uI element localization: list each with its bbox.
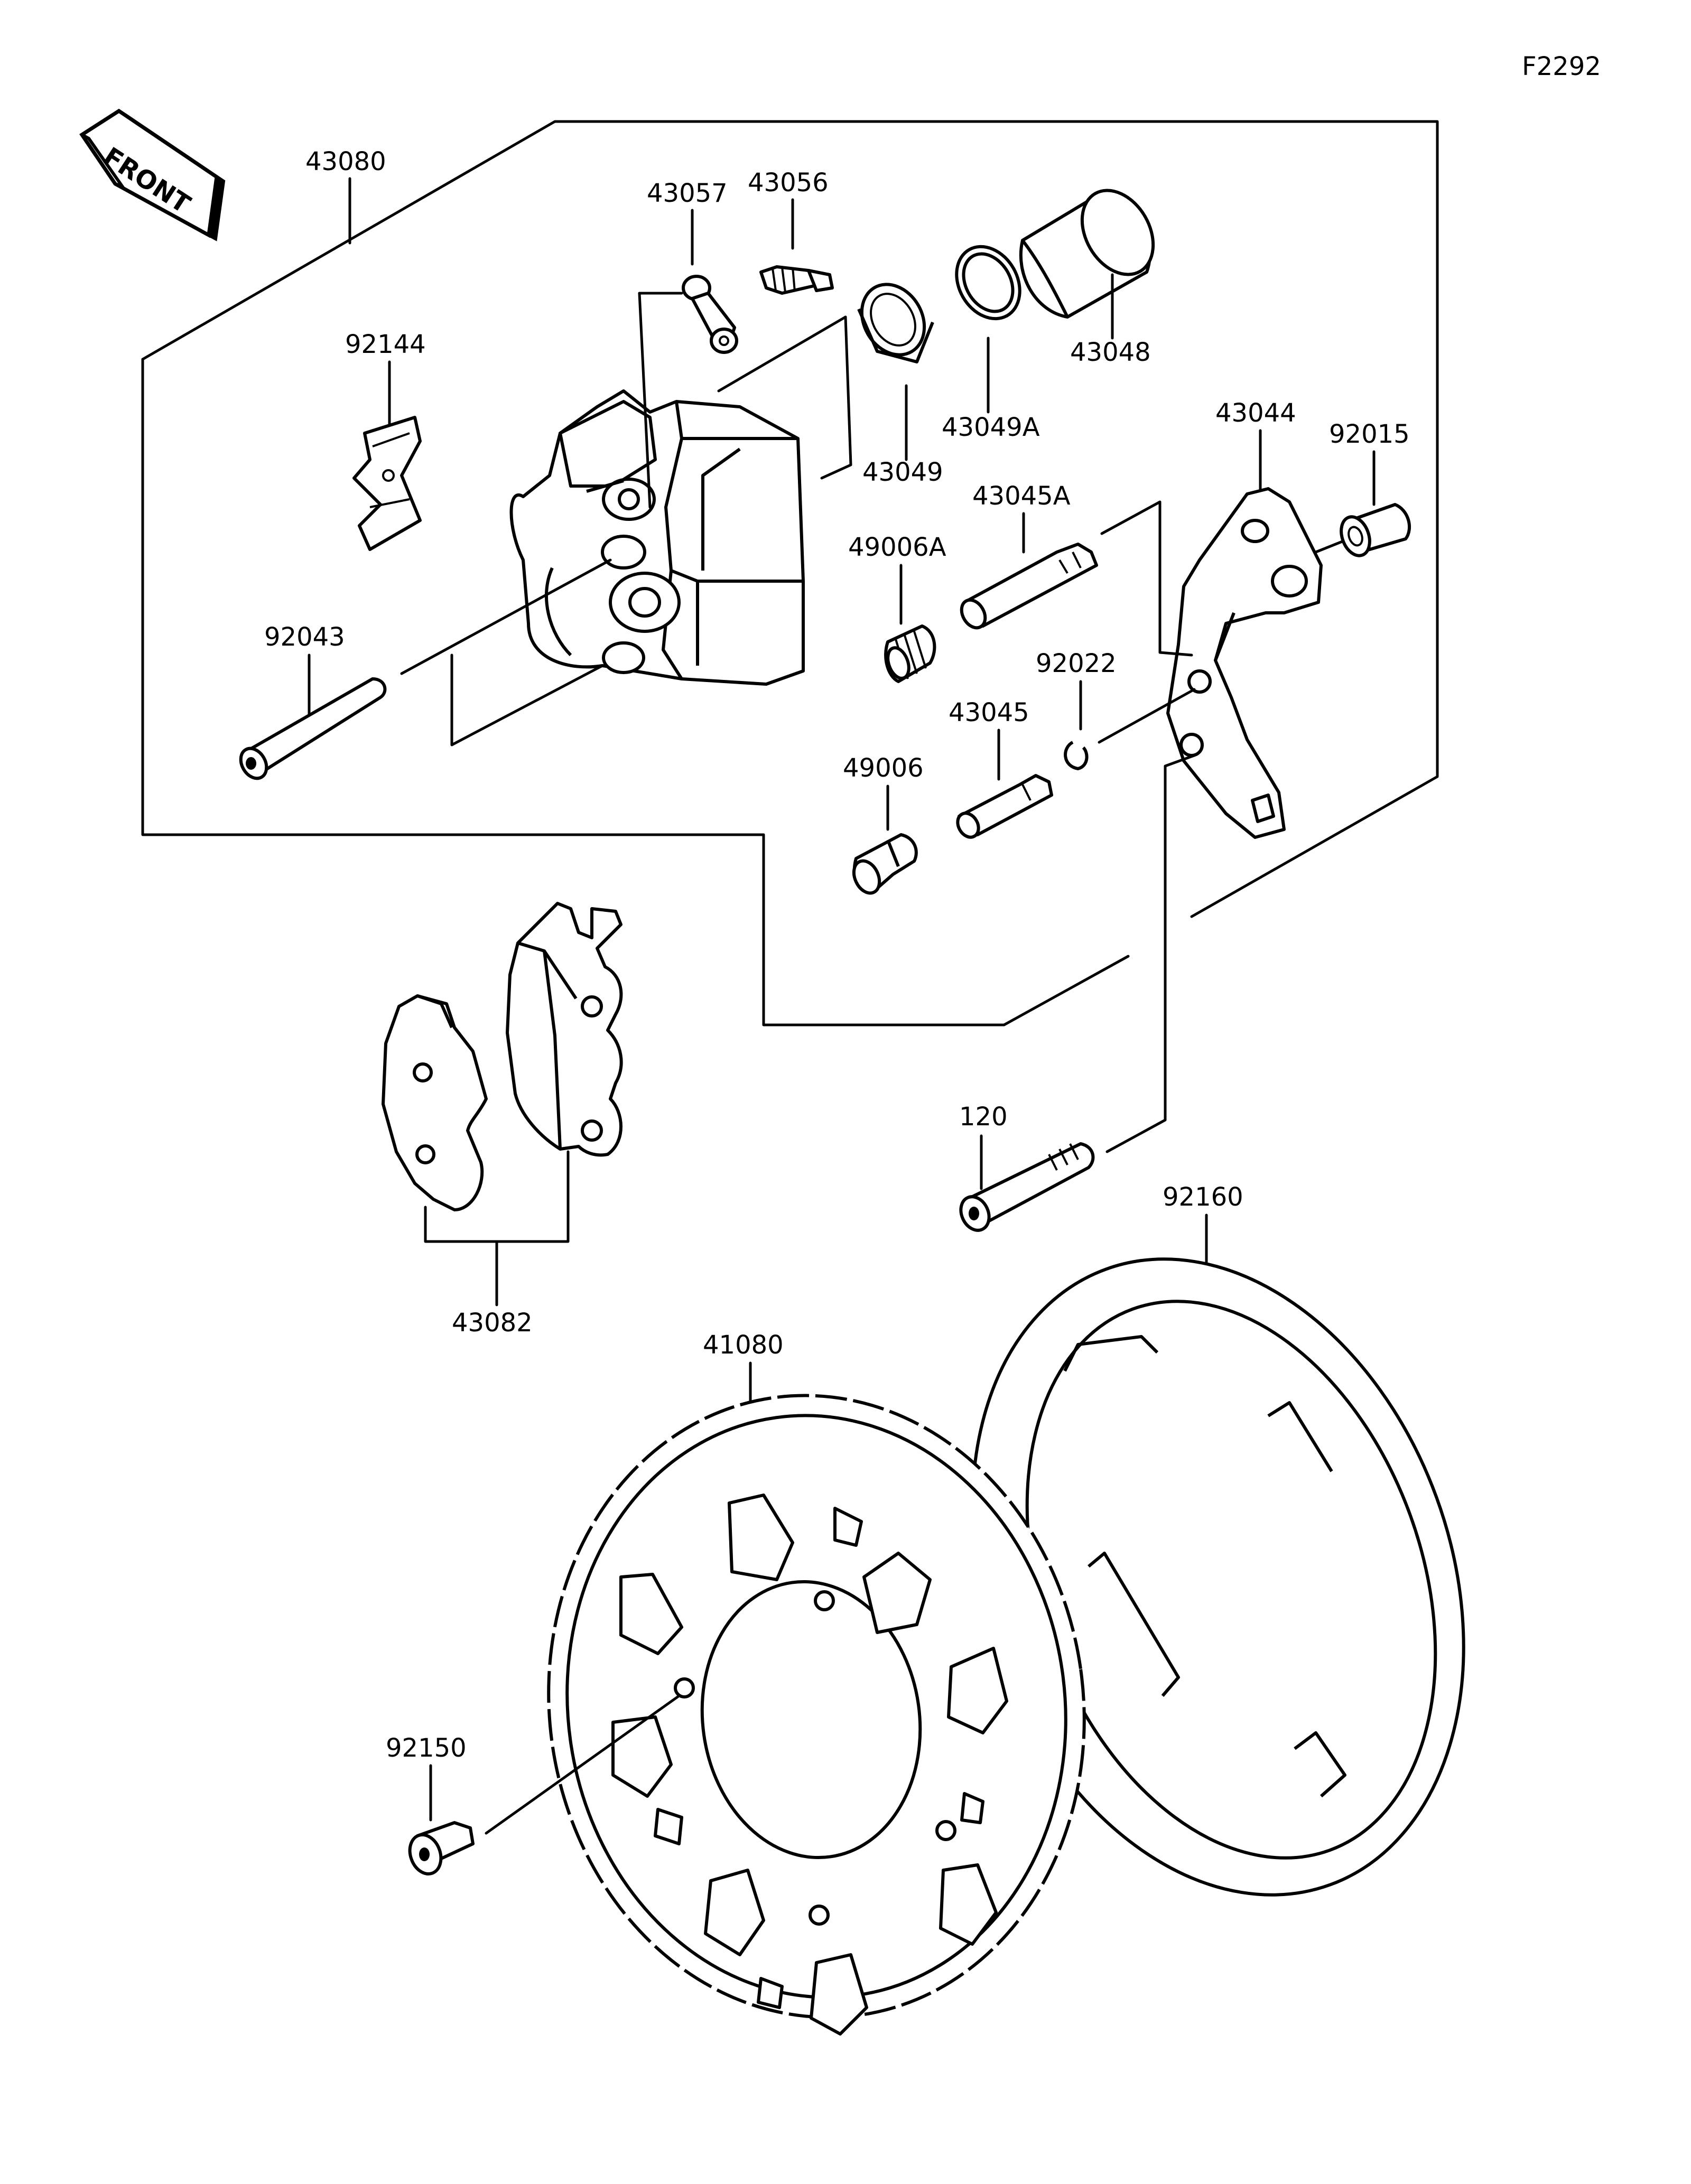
- label-92015: 92015: [1329, 419, 1410, 449]
- boot-49006: [852, 833, 918, 895]
- disc-bolt-92150: [408, 1821, 475, 1875]
- leader-43057-body: [638, 292, 652, 509]
- label-43049: 43049: [862, 458, 943, 487]
- bleeder-valve-43056: [759, 265, 834, 295]
- clip-92022: [1064, 741, 1089, 770]
- label-49006: 49006: [843, 753, 924, 783]
- front-arrow-icon: FRONT: [79, 108, 226, 241]
- label-43057: 43057: [647, 179, 728, 208]
- label-49006A: 49006A: [848, 533, 946, 562]
- label-120: 120: [959, 1102, 1008, 1132]
- piston-43048: [1019, 189, 1155, 319]
- disc-cover-92160: [971, 1257, 1465, 1897]
- figure-code: F2292: [1522, 52, 1601, 81]
- label-92144: 92144: [345, 330, 426, 359]
- leader-92043-axis: [400, 558, 612, 675]
- caliper-bracket-43044: [1166, 487, 1323, 839]
- bolt-120: [959, 1142, 1095, 1232]
- label-43082: 43082: [452, 1308, 533, 1338]
- leader-92022-axis: [1098, 688, 1196, 744]
- caliper-body: [509, 389, 805, 686]
- boot-49006A: [884, 624, 936, 683]
- leader-92150-axis: [485, 1694, 681, 1835]
- label-43056: 43056: [748, 168, 829, 198]
- label-92043: 92043: [264, 622, 345, 652]
- label-41080: 41080: [703, 1330, 784, 1360]
- label-43048: 43048: [1070, 338, 1151, 367]
- label-43045A: 43045A: [972, 481, 1071, 511]
- leader-92015-axis: [1314, 540, 1344, 554]
- label-43049A: 43049A: [942, 413, 1040, 442]
- pad-pin-92043: [239, 677, 387, 780]
- brake-pad-right: [506, 902, 623, 1157]
- bleeder-cap-43057: [682, 275, 738, 354]
- leader-120-bracket: [1105, 754, 1196, 1153]
- label-43080: 43080: [305, 147, 386, 176]
- label-92022: 92022: [1036, 649, 1117, 678]
- bushing-92015: [1340, 503, 1411, 557]
- leader-43045A-bracket: [1100, 500, 1193, 657]
- leader-caliper-seal: [717, 315, 847, 393]
- slide-pin-43045: [956, 774, 1053, 839]
- assembly-frame: [141, 120, 1439, 918]
- brake-pad-left: [382, 994, 488, 1211]
- label-43045: 43045: [949, 698, 1029, 727]
- piston-seal-43049A: [955, 245, 1021, 321]
- dust-seal-43049: [857, 283, 934, 363]
- label-92150: 92150: [386, 1733, 467, 1763]
- pad-spring-92144: [352, 416, 422, 551]
- slide-pin-43045A: [960, 543, 1098, 630]
- label-43044: 43044: [1215, 398, 1296, 428]
- leader-92043-bracket: [450, 654, 604, 746]
- assembly-frame-lower: [141, 358, 1130, 1026]
- brake-disc-41080: [547, 1394, 1086, 2036]
- leader-caliper-piston: [820, 315, 852, 480]
- label-92160: 92160: [1163, 1182, 1243, 1212]
